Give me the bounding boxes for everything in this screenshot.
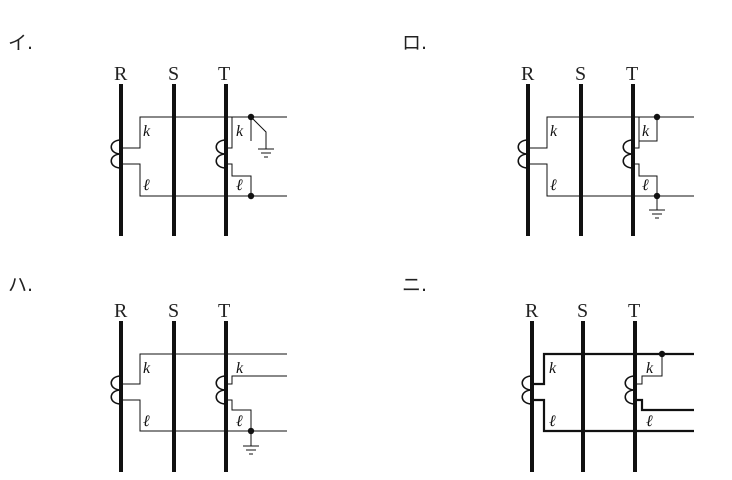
ct-coil-t: [624, 375, 636, 405]
wire-l-r: [528, 163, 694, 197]
phase-label-s: S: [575, 63, 586, 85]
phase-label-r: R: [525, 300, 539, 322]
ct-coil-r: [517, 139, 529, 169]
phase-label-r: R: [114, 63, 128, 85]
terminal-k-t: k: [646, 360, 654, 377]
junction-dot: [653, 113, 661, 121]
ground-icon: [258, 148, 274, 158]
phase-label-s: S: [577, 300, 588, 322]
ct-coil-t: [215, 139, 227, 169]
wire-l-r: [532, 398, 694, 433]
wire-l-t: [633, 163, 658, 196]
wire-k-r: [121, 353, 287, 385]
wire-k-t: [226, 375, 287, 385]
ground-icon: [243, 445, 259, 455]
terminal-l-r: ℓ: [143, 413, 150, 430]
wire-l-t: [635, 398, 694, 412]
diagram-ha: R S T k ℓ k ℓ: [110, 300, 287, 472]
phase-label-t: T: [628, 300, 640, 322]
wire-k-t: [226, 116, 252, 149]
ground-icon: [649, 209, 665, 219]
junction-dot: [658, 350, 666, 358]
terminal-l-r: ℓ: [549, 413, 556, 430]
wire-k-r: [528, 116, 694, 149]
wire-k-t: [633, 116, 658, 149]
ct-coil-t: [622, 139, 634, 169]
option-label-ro: ロ.: [402, 32, 428, 54]
phase-label-s: S: [168, 63, 179, 85]
wire-l-t: [226, 399, 252, 431]
wire-k-r: [121, 116, 287, 149]
phase-label-t: T: [218, 300, 230, 322]
ct-coil-r: [521, 375, 533, 405]
option-label-ni: ニ.: [402, 274, 428, 296]
phase-label-s: S: [168, 300, 179, 322]
phase-label-r: R: [114, 300, 128, 322]
terminal-l-r: ℓ: [143, 177, 150, 194]
terminal-k-r: k: [549, 360, 557, 377]
phase-label-t: T: [626, 63, 638, 85]
terminal-l-t: ℓ: [236, 413, 243, 430]
phase-label-r: R: [521, 63, 535, 85]
terminal-l-t: ℓ: [646, 413, 653, 430]
ct-coil-t: [215, 375, 227, 405]
ground-wire: [250, 116, 267, 149]
wire-l-r: [121, 399, 287, 432]
terminal-l-r: ℓ: [550, 177, 557, 194]
terminal-k-t: k: [236, 360, 244, 377]
wire-k-t: [635, 354, 663, 385]
terminal-l-t: ℓ: [642, 177, 649, 194]
diagram-ro: R S T k ℓ k ℓ: [517, 63, 694, 236]
junction-dot: [247, 192, 255, 200]
terminal-k-t: k: [642, 123, 650, 140]
option-label-i: イ.: [8, 32, 34, 54]
wire-k-r: [532, 352, 694, 386]
terminal-k-r: k: [550, 123, 558, 140]
terminal-k-r: k: [143, 360, 151, 377]
terminal-l-t: ℓ: [236, 177, 243, 194]
phase-label-t: T: [218, 63, 230, 85]
diagram-i: R S T k ℓ k ℓ: [110, 63, 287, 236]
wire-l-t: [226, 163, 252, 196]
terminal-k-t: k: [236, 123, 244, 140]
wire-l-r: [121, 163, 287, 197]
ct-coil-r: [110, 375, 122, 405]
terminal-k-r: k: [143, 123, 151, 140]
diagram-ni: R S T k ℓ k ℓ: [521, 300, 694, 472]
option-label-ha: ハ.: [8, 274, 34, 296]
ct-coil-r: [110, 139, 122, 169]
